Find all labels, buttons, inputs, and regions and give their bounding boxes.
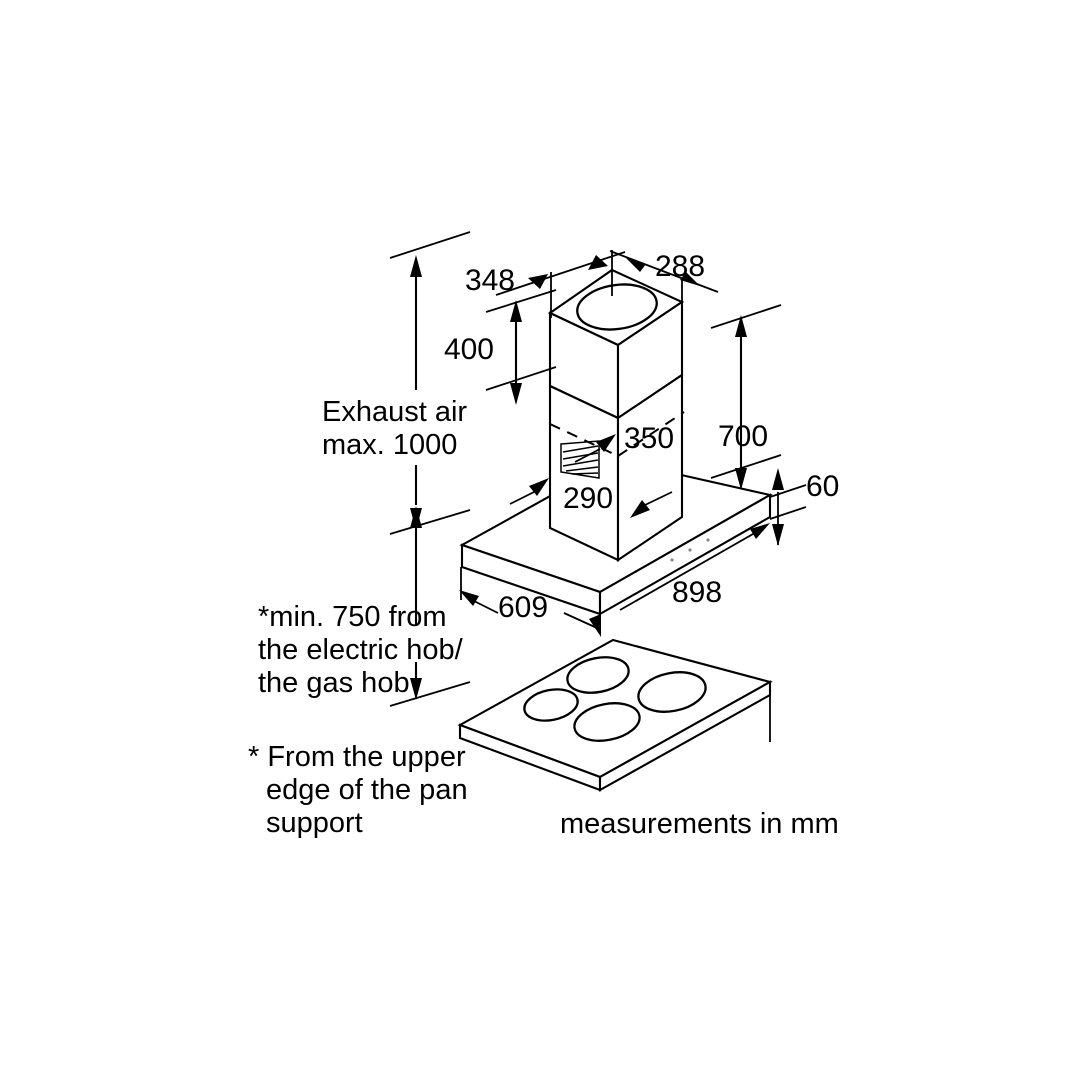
dimension-348: 348 (465, 250, 626, 318)
dim-288-label: 288 (655, 250, 705, 283)
exhaust-air-label-line1: Exhaust air (322, 396, 467, 428)
dimension-exhaust-air: Exhaust air max. 1000 (322, 231, 471, 535)
chimney-hidden-edge-right (617, 411, 685, 457)
dimension-400: 400 (444, 289, 557, 405)
dim-609-leader-right (563, 612, 598, 629)
chimney-outlet-hole (576, 283, 658, 331)
dim-60-arrow-top (772, 468, 784, 490)
dim-290-label: 290 (563, 482, 613, 515)
canopy-seam-dots (670, 538, 710, 562)
dim-700-label: 700 (718, 420, 768, 453)
dimension-898: 898 (619, 523, 770, 611)
dim-898-arrow-right (750, 523, 770, 539)
dim-350-leader (574, 448, 601, 463)
min750-arrow-bottom (410, 678, 422, 700)
dimension-min-750: *min. 750 from the electric hob/ the gas… (258, 506, 471, 707)
dimension-290: 290 (509, 478, 673, 518)
exhaust-arrow-top (410, 255, 422, 277)
dim-400-witness-top (485, 289, 557, 313)
min750-label-line2: the electric hob/ (258, 634, 464, 666)
dim-400-arrow-top (510, 300, 522, 322)
dimension-288: 288 (609, 250, 719, 324)
units-caption: measurements in mm (560, 808, 839, 840)
hood-canopy-assembly (459, 458, 773, 616)
dim-288-arrow-right (680, 272, 700, 286)
dim-700-witness-top (710, 304, 782, 329)
dimension-60: 60 (769, 468, 839, 546)
dim-898-line (619, 529, 761, 611)
dim-348-label: 348 (465, 264, 515, 297)
hob-burner-front-right (573, 702, 641, 742)
exhaust-witness-bottom (389, 509, 471, 535)
dim-290-leader-right (644, 491, 673, 506)
dim-348-line (495, 251, 626, 296)
hob-burner-rear-right (637, 671, 707, 713)
dim-290-arrow-left (529, 478, 549, 496)
dim-700-arrow-bottom (735, 468, 747, 490)
dim-288-arrow-left (626, 258, 646, 272)
min750-label-line1: *min. 750 from (258, 601, 447, 633)
dimension-350: 350 (574, 422, 674, 463)
chimney-hidden-edge-left (549, 423, 619, 457)
min750-witness-bottom (389, 681, 471, 707)
footnote-line2: edge of the pan (266, 774, 468, 806)
dim-60-witness-top (769, 484, 807, 498)
exhaust-witness-top (389, 231, 471, 259)
dim-609-leader (473, 600, 499, 614)
chimney-assembly (547, 268, 685, 562)
min750-arrow-top (410, 506, 422, 528)
dim-700-arrow-top (735, 315, 747, 337)
dim-60-arrow-bottom (772, 524, 784, 546)
dim-609-arrow-right (589, 614, 601, 637)
exhaust-air-label-line2: max. 1000 (322, 429, 457, 461)
dim-60-witness-bottom (769, 506, 807, 520)
dim-400-label: 400 (444, 333, 494, 366)
hob-assembly (457, 638, 773, 792)
dim-288-line (609, 250, 719, 293)
dim-400-arrow-bottom (510, 383, 522, 405)
dim-898-label: 898 (672, 576, 722, 609)
hob-burner-rear-left (566, 656, 630, 694)
dimension-700: 700 (710, 304, 782, 490)
footnote-line3: support (266, 807, 363, 839)
min750-label-line3: the gas hob (258, 667, 410, 699)
footnote-line1: * From the upper (248, 741, 466, 773)
dim-60-label: 60 (806, 470, 839, 503)
dim-348-arrow-left (528, 274, 548, 289)
dim-290-leader-left (509, 491, 535, 505)
dim-400-witness-bottom (485, 366, 557, 391)
footnote-block: * From the upper edge of the pan support (248, 741, 468, 839)
dim-609-label: 609 (498, 591, 548, 624)
dim-348-arrow-right (588, 255, 608, 270)
canopy-front-right-side (598, 493, 772, 616)
dim-700-witness-bottom (710, 454, 782, 479)
dim-350-label: 350 (624, 422, 674, 455)
chimney-grille (560, 440, 600, 479)
dim-350-arrow (596, 434, 616, 452)
hob-burner-front-left (523, 688, 579, 722)
dim-609-arrow-left (459, 590, 479, 606)
dimension-609: 609 (459, 567, 601, 637)
